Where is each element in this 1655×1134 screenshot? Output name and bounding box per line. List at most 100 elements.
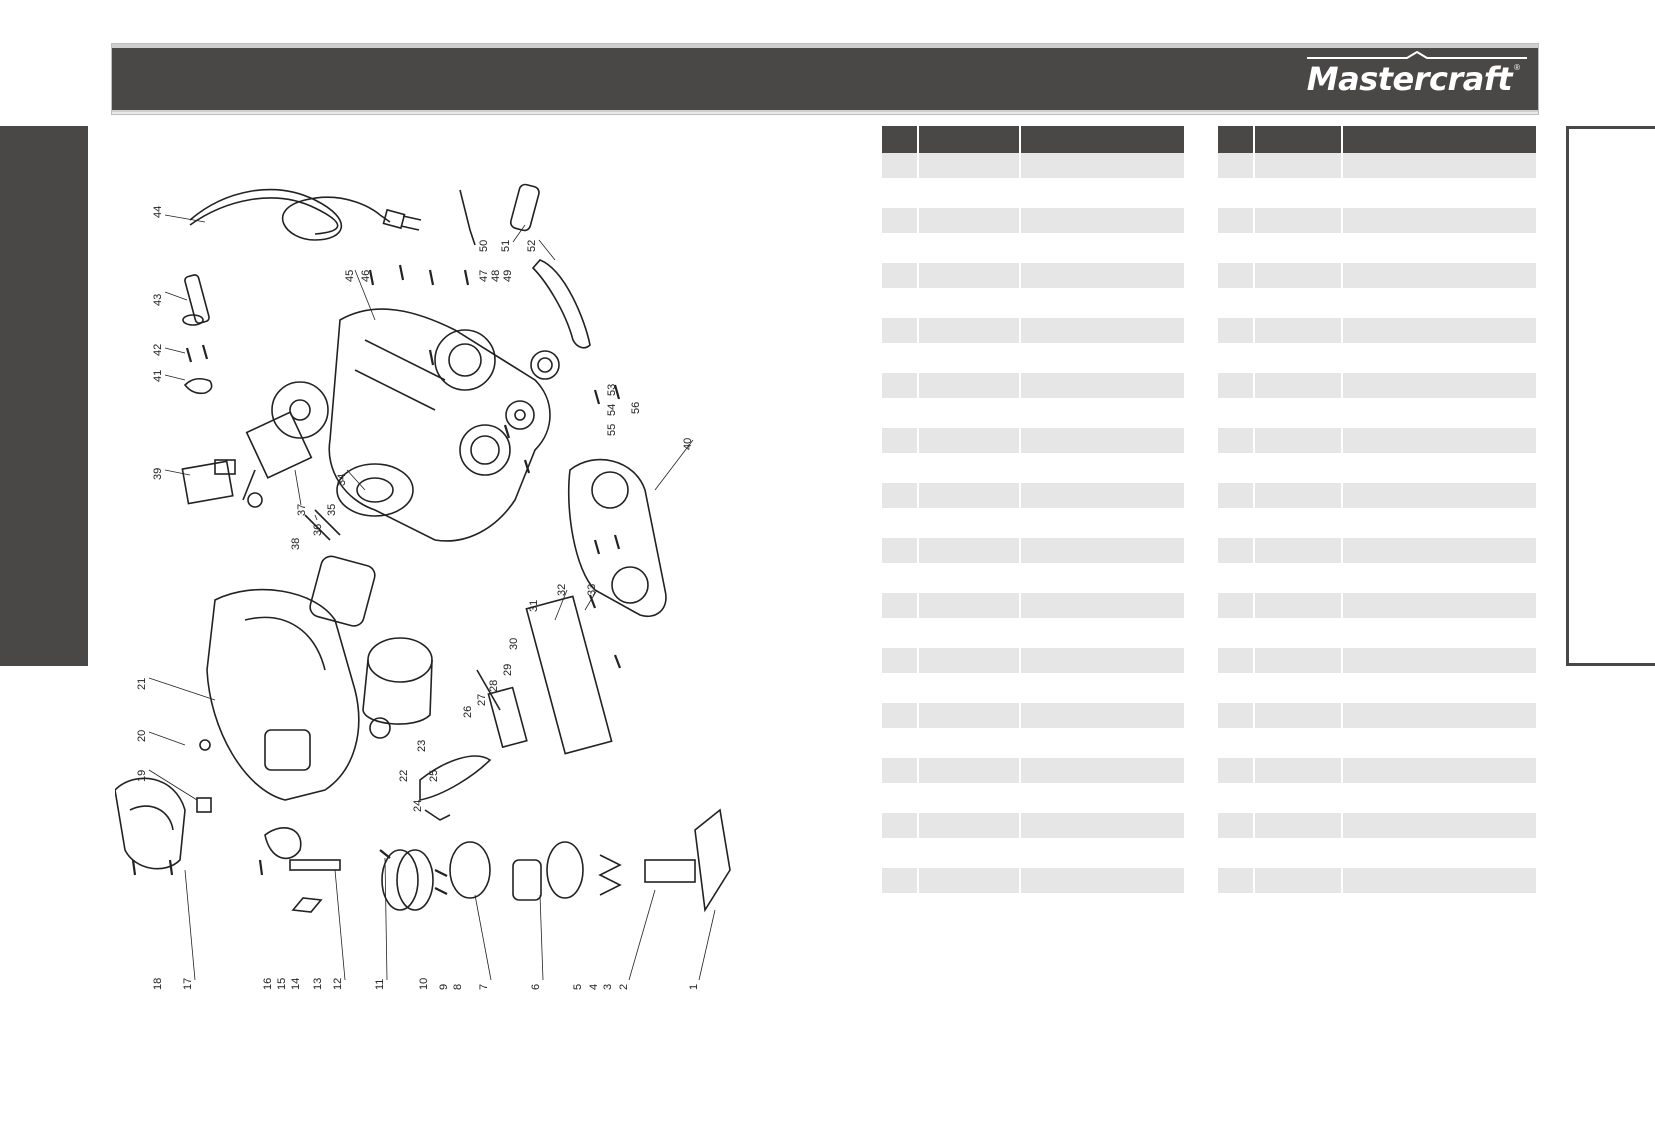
table-cell — [1218, 728, 1255, 758]
callout-21: 21 — [136, 678, 148, 690]
table-row — [882, 593, 1184, 618]
table-row — [882, 783, 1184, 813]
table-cell — [1020, 538, 1184, 563]
table-cell — [1254, 233, 1343, 263]
table-cell — [1218, 318, 1255, 343]
col-description-header — [1020, 126, 1184, 153]
callout-15: 15 — [276, 978, 288, 990]
callout-52: 52 — [526, 240, 538, 252]
table-cell — [1218, 288, 1255, 318]
adjustment-shaft-part — [512, 859, 542, 901]
spacer-part — [369, 717, 391, 739]
table-row — [1218, 208, 1536, 233]
table-cell — [882, 758, 919, 783]
table-cell — [1254, 263, 1343, 288]
table-row — [882, 373, 1184, 398]
table-cell — [1020, 728, 1184, 758]
table-row — [882, 563, 1184, 593]
brush-cap-part — [199, 739, 211, 751]
table-cell — [1218, 783, 1255, 813]
table-cell — [1218, 593, 1255, 618]
table-cell — [918, 673, 1021, 703]
parts-list-right — [1218, 126, 1536, 893]
exploded-parts-diagram: 1 2 3 4 5 6 7 8 9 10 11 12 13 14 15 16 1… — [115, 183, 731, 990]
table-cell — [918, 343, 1021, 373]
end-cap-part — [115, 777, 186, 870]
table-cell — [1342, 178, 1536, 208]
table-cell — [1254, 868, 1343, 893]
table-cell — [1218, 648, 1255, 673]
table-cell — [918, 838, 1021, 868]
table-cell — [882, 288, 919, 318]
table-row — [882, 703, 1184, 728]
table-cell — [918, 373, 1021, 398]
table-cell — [1020, 593, 1184, 618]
table-cell — [918, 758, 1021, 783]
table-cell — [882, 318, 919, 343]
table-cell — [918, 728, 1021, 758]
table-row — [1218, 783, 1536, 813]
table-cell — [1218, 233, 1255, 263]
table-cell — [918, 703, 1021, 728]
table-cell — [1020, 263, 1184, 288]
table-row — [1218, 673, 1536, 703]
brand-name: Mastercraft — [1306, 60, 1513, 98]
table-cell — [1254, 758, 1343, 783]
table-row — [1218, 563, 1536, 593]
table-cell — [918, 208, 1021, 233]
table-cell — [1020, 648, 1184, 673]
callout-19: 19 — [136, 770, 148, 782]
table-cell — [1342, 208, 1536, 233]
table-row — [882, 263, 1184, 288]
table-cell — [1218, 263, 1255, 288]
table-cell — [1020, 813, 1184, 838]
table-cell — [1218, 563, 1255, 593]
table-cell — [918, 813, 1021, 838]
table-cell — [1342, 838, 1536, 868]
table-row — [1218, 263, 1536, 288]
table-cell — [918, 783, 1021, 813]
table-row — [1218, 538, 1536, 563]
handle-housing-part — [206, 588, 360, 801]
spring-part — [598, 854, 622, 896]
table-cell — [1254, 593, 1343, 618]
table-cell — [1218, 398, 1255, 428]
table-cell — [882, 453, 919, 483]
table-row — [1218, 758, 1536, 783]
table-cell — [1020, 343, 1184, 373]
motor-can-part — [362, 637, 433, 725]
callout-22: 22 — [398, 770, 410, 782]
callout-18: 18 — [152, 978, 164, 990]
table-cell — [1254, 538, 1343, 563]
table-cell — [882, 868, 919, 893]
callout-8: 8 — [452, 984, 464, 990]
table-cell — [1020, 318, 1184, 343]
table-row — [1218, 703, 1536, 728]
table-cell — [1342, 428, 1536, 453]
table-row — [882, 813, 1184, 838]
callout-53: 53 — [606, 384, 618, 396]
table-cell — [882, 813, 919, 838]
col-no-header — [1218, 126, 1255, 153]
callout-37: 37 — [296, 504, 308, 516]
power-cord-part — [189, 188, 422, 241]
table-cell — [918, 318, 1021, 343]
screw-set — [131, 264, 622, 895]
table-cell — [1020, 208, 1184, 233]
callout-49: 49 — [502, 270, 514, 282]
table-row — [882, 343, 1184, 373]
callout-1: 1 — [688, 984, 700, 990]
table-cell — [918, 563, 1021, 593]
table-cell — [1218, 673, 1255, 703]
brush-holder-part — [196, 797, 212, 813]
table-row — [1218, 483, 1536, 508]
callout-14: 14 — [290, 978, 302, 990]
table-cell — [1254, 428, 1343, 453]
table-cell — [1254, 728, 1343, 758]
table-row — [882, 648, 1184, 673]
table-cell — [1020, 703, 1184, 728]
table-row — [882, 673, 1184, 703]
table-cell — [1020, 153, 1184, 178]
callout-4: 4 — [588, 984, 600, 990]
table-cell — [1254, 343, 1343, 373]
